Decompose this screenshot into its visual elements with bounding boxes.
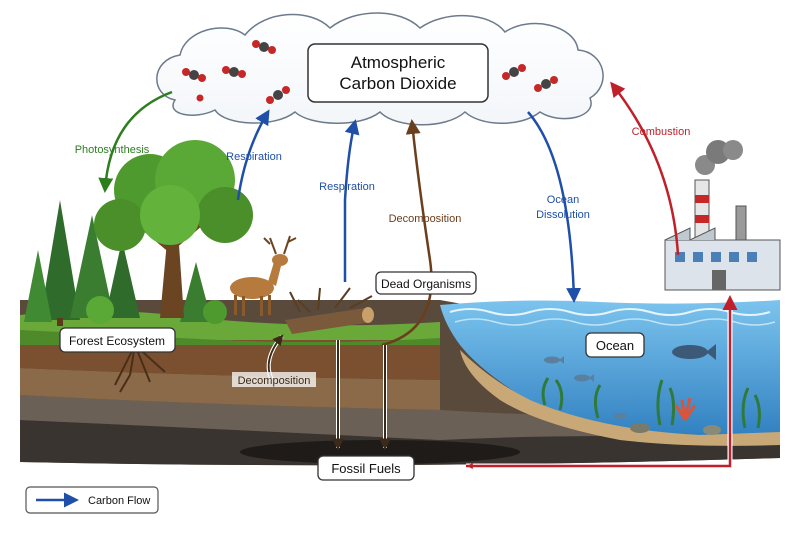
atmosphere-cloud: Atmospheric Carbon Dioxide (156, 12, 604, 126)
photosynthesis-arrow (98, 90, 173, 193)
co2-molecule-icon (502, 64, 526, 80)
respiration-plants-label: Respiration (226, 151, 282, 163)
co2-molecule-icon (182, 68, 206, 82)
seaweed-icon (656, 379, 761, 429)
dead-log-icon (285, 287, 374, 334)
fish-icon (672, 344, 716, 360)
fish-icon (574, 374, 594, 382)
atmosphere-title-line1: Atmospheric (351, 53, 446, 72)
legend-label: Carbon Flow (88, 495, 150, 507)
pine-tree-icon (105, 240, 140, 318)
fish-icon (544, 356, 564, 364)
atmosphere-title-line2: Carbon Dioxide (339, 74, 456, 93)
ocean-body (440, 300, 780, 446)
deer-icon (230, 235, 297, 316)
fossil-fuels-box (317, 455, 415, 481)
decomposition-up-arrow (381, 119, 433, 347)
combustion-label: Combustion (632, 126, 691, 138)
pine-tree-icon (180, 262, 212, 322)
legend-box (25, 486, 159, 514)
forest (24, 140, 374, 334)
legend: Carbon Flow (25, 486, 159, 514)
co2-molecule-icon (534, 76, 558, 92)
pine-tree-icon (24, 250, 52, 322)
forest-box (59, 327, 176, 353)
photosynthesis-label: Photosynthesis (75, 144, 150, 156)
dead-organisms-label: Dead Organisms (381, 277, 471, 291)
co2-molecule-icon (252, 40, 276, 54)
ocean-dissolution-label-line2: Dissolution (536, 209, 590, 221)
combustion-arrow (610, 81, 680, 256)
respiration-animals-label: Respiration (319, 181, 375, 193)
fish-icon (613, 413, 627, 419)
ocean-label: Ocean (596, 338, 634, 353)
ocean-dissolution-arrow (527, 111, 582, 303)
co2-molecule-icon (222, 66, 246, 78)
oak-tree-icon (94, 140, 253, 318)
respiration-animals-arrow (343, 119, 360, 282)
respiration-plants-arrow (236, 109, 270, 201)
decomposition-up-label: Decomposition (389, 213, 462, 225)
fossil-fuels-label: Fossil Fuels (331, 461, 401, 476)
ocean-box (585, 332, 645, 358)
fossil-to-factory-arrow (466, 295, 738, 468)
forest-label: Forest Ecosystem (69, 334, 165, 348)
coral-icon (674, 397, 697, 421)
atmosphere-title-box (307, 43, 489, 103)
pine-tree-icon (70, 215, 114, 318)
factory-icon (664, 140, 781, 291)
ocean-dissolution-label-line1: Ocean (547, 194, 579, 206)
seaweed-icon (541, 377, 602, 419)
dead-organisms-box (375, 271, 477, 295)
pine-tree-icon (40, 200, 80, 326)
fossil-fuel-deposit (240, 440, 520, 464)
co2-molecule-icon (266, 86, 290, 104)
co2-molecule-icon (196, 94, 204, 102)
decomposition-soil-label: Decomposition (238, 375, 311, 387)
